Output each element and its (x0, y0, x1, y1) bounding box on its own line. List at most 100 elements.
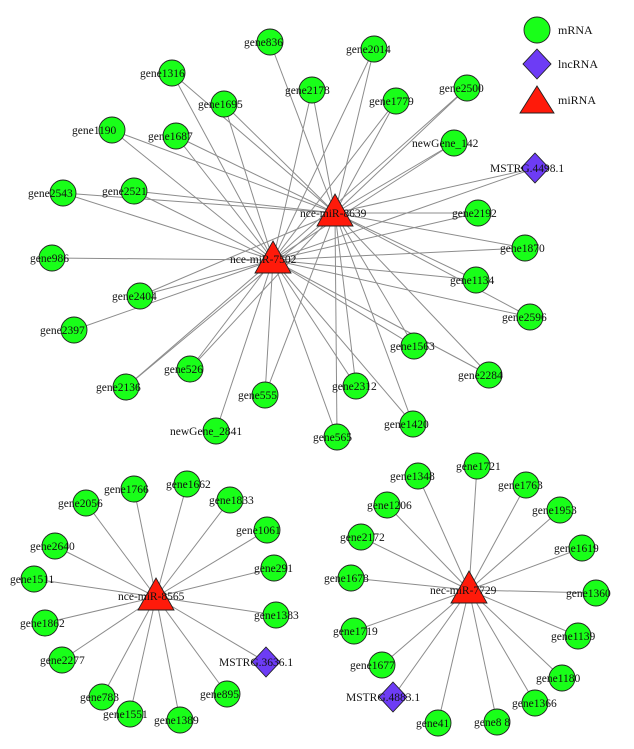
edge-mir8639-gene2312 (334, 212, 357, 387)
node-gene1619 (568, 534, 596, 562)
label-gene1389: gene1389 (154, 715, 199, 727)
label-gene2521: gene2521 (102, 186, 147, 198)
legend-mrna-icon (523, 16, 551, 44)
node-gene1695 (210, 90, 238, 118)
label-gene1366: gene1366 (512, 698, 557, 710)
edge-mir7502-gene1695 (223, 103, 274, 261)
edge-mir7729-gene1348 (417, 475, 470, 591)
label-gene1619: gene1619 (554, 543, 599, 555)
legend-mirna-icon (519, 85, 555, 114)
node-mstrg-3636-1 (251, 646, 281, 678)
label-gene1383: gene1383 (254, 610, 299, 622)
node-gene836 (256, 28, 284, 56)
label-gene526: gene526 (164, 364, 203, 376)
node-gene8-8 (483, 708, 511, 736)
edge-mir7502-mstrg-4498-1 (272, 167, 536, 261)
label-mstrg-4498-1: MSTRG.4498.1 (490, 163, 564, 175)
label-newgene-142: newGene_142 (412, 138, 479, 150)
edge-mir8565-gene1061 (155, 529, 268, 598)
node-gene2056 (72, 489, 100, 517)
edge-mir8565-gene1389 (155, 596, 181, 721)
edge-mir7729-gene1678 (350, 577, 470, 591)
label-gene2014: gene2014 (346, 44, 391, 56)
node-nce-mir-8565 (137, 577, 175, 611)
edge-mir7502-gene2397 (73, 259, 274, 331)
edge-mir7502-gene2596 (272, 259, 531, 318)
node-gene1316 (158, 59, 186, 87)
edge-mir7729-gene1366 (468, 589, 536, 704)
node-gene1551 (116, 700, 144, 728)
label-gene1870: gene1870 (500, 243, 545, 255)
edge-mir8639-mstrg-4498-1 (334, 167, 536, 214)
label-gene2404: gene2404 (112, 291, 157, 303)
label-gene1687: gene1687 (148, 131, 193, 143)
edge-mir8639-gene1870 (334, 212, 526, 249)
edge-mir7502-gene2192 (272, 212, 479, 261)
label-gene1678: gene1678 (324, 573, 369, 585)
node-gene1719 (340, 617, 368, 645)
label-gene1511: gene1511 (10, 574, 55, 586)
edge-mir7502-gene565 (272, 259, 338, 438)
label-gene2192: gene2192 (452, 208, 497, 220)
node-gene2192 (464, 199, 492, 227)
label-nce-mir-8639: nce-miR-8639 (300, 208, 367, 220)
node-gene1677 (368, 651, 396, 679)
label-gene1316: gene1316 (140, 68, 185, 80)
label-gene8-8: gene8 8 (474, 717, 510, 729)
node-gene1139 (564, 622, 592, 650)
edge-mir7502-newgene-2841 (215, 259, 274, 432)
edge-mir7502-gene1134 (272, 259, 477, 281)
node-gene1766 (120, 475, 148, 503)
edge-mir7502-gene526 (189, 259, 274, 370)
edge-mir8565-gene783 (101, 596, 157, 698)
edge-mir8639-gene1190 (111, 129, 336, 214)
edge-mir7502-gene1316 (171, 72, 274, 261)
label-gene1348: gene1348 (390, 471, 435, 483)
label-gene2596: gene2596 (502, 312, 547, 324)
node-gene2397 (60, 316, 88, 344)
node-gene2521 (120, 177, 148, 205)
label-gene1677: gene1677 (350, 660, 395, 672)
edge-mir7729-mstrg-4883-1 (392, 589, 470, 698)
label-gene783: gene783 (80, 692, 119, 704)
node-gene2596 (516, 303, 544, 331)
edge-mir7502-gene2178 (272, 89, 313, 261)
edge-mir8565-gene1862 (44, 596, 157, 624)
edge-mir8565-gene895 (155, 596, 228, 695)
label-gene1360: gene1360 (566, 588, 611, 600)
label-gene2136: gene2136 (96, 382, 141, 394)
edge-mir8639-gene1695 (223, 103, 336, 214)
edges-layer (33, 41, 597, 724)
edge-mir8639-gene836 (269, 41, 336, 214)
legend-label: miRNA (558, 93, 596, 107)
node-gene1206 (373, 491, 401, 519)
edge-mir7729-gene1953 (468, 509, 561, 591)
edge-mir7729-gene1719 (353, 589, 470, 632)
label-gene1695: gene1695 (198, 99, 243, 111)
node-nce-mir-7502 (254, 240, 292, 274)
node-gene1763 (512, 471, 540, 499)
node-gene1678 (337, 564, 365, 592)
edge-mir7502-gene2312 (272, 259, 357, 387)
label-gene291: gene291 (254, 563, 293, 575)
node-nec-mir-7729 (450, 570, 488, 604)
edge-mir8639-gene2178 (311, 89, 336, 214)
edge-mir8639-gene1316 (171, 72, 336, 214)
edge-mir8639-newgene-142 (334, 142, 455, 214)
edge-mir8639-gene2596 (334, 212, 531, 318)
edge-mir7502-gene2543 (62, 192, 274, 261)
node-gene2136 (112, 373, 140, 401)
edge-mir7502-gene555 (264, 259, 274, 396)
edge-mir8639-gene2521 (133, 190, 336, 214)
edge-mir7502-gene1779 (272, 100, 397, 261)
node-gene1348 (404, 462, 432, 490)
edge-mir7729-gene1206 (386, 504, 470, 591)
edge-mir7502-gene1563 (272, 259, 415, 347)
nodes-layer (20, 28, 610, 737)
label-gene1180: gene1180 (536, 673, 581, 685)
edge-mir8639-gene1134 (334, 212, 477, 281)
label-gene41: gene41 (416, 718, 449, 730)
node-gene1389 (166, 706, 194, 734)
edge-mir8639-gene2500 (334, 87, 468, 214)
label-gene1061: gene1061 (236, 525, 281, 537)
